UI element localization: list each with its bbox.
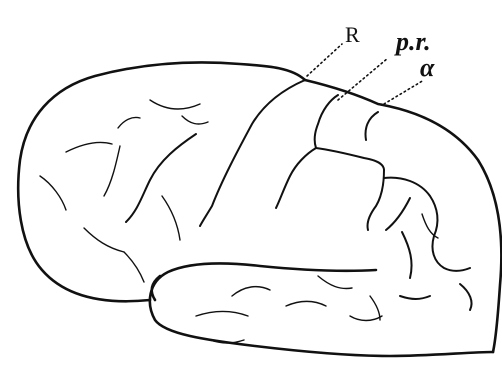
pr-sulcus-horizontal [316, 148, 384, 170]
temporal-lobe-outline [150, 264, 493, 356]
temporal-sulcus-2 [232, 287, 270, 296]
postcentral-sulcus [315, 95, 338, 148]
central-sulcus [200, 80, 305, 226]
leader-R [307, 44, 342, 76]
label-alpha: α [420, 53, 435, 82]
parietal-outline [305, 80, 501, 352]
temporal-sulcus-5 [350, 316, 382, 321]
leader-alpha [384, 80, 424, 104]
frontal-sulcus-6 [40, 176, 66, 210]
frontal-sulcus-9 [162, 196, 180, 240]
occipital-sulcus-5 [400, 296, 430, 299]
frontal-sulcus-2 [118, 117, 140, 128]
label-R: R [345, 22, 360, 47]
occipital-sulcus-2 [432, 236, 470, 271]
frontal-sulcus-8 [124, 252, 144, 282]
alpha-sulcus [366, 112, 379, 140]
frontal-sulcus-1 [150, 100, 200, 109]
frontal-sulcus-4 [104, 146, 120, 196]
occipital-sulcus-3 [402, 232, 412, 278]
occipital-sulcus-1 [386, 198, 410, 230]
temporal-sulcus-1 [196, 312, 248, 317]
temporal-sulcus-7 [370, 296, 380, 320]
parietal-sulcus-drop [367, 170, 384, 230]
temporal-sulcus-4 [318, 276, 352, 289]
frontal-sulcus-5 [126, 134, 196, 222]
label-pr: p.r. [394, 27, 431, 56]
frontal-sulcus-7 [84, 228, 124, 252]
parieto-occipital-sulcus [384, 178, 437, 236]
frontal-sulcus-10 [182, 116, 208, 124]
frontal-sulcus-3 [66, 142, 112, 152]
temporal-sulcus-3 [286, 302, 326, 307]
pr-sulcus-branch [276, 148, 316, 208]
leader-pr [338, 58, 388, 100]
occipital-sulcus-4 [460, 284, 472, 310]
